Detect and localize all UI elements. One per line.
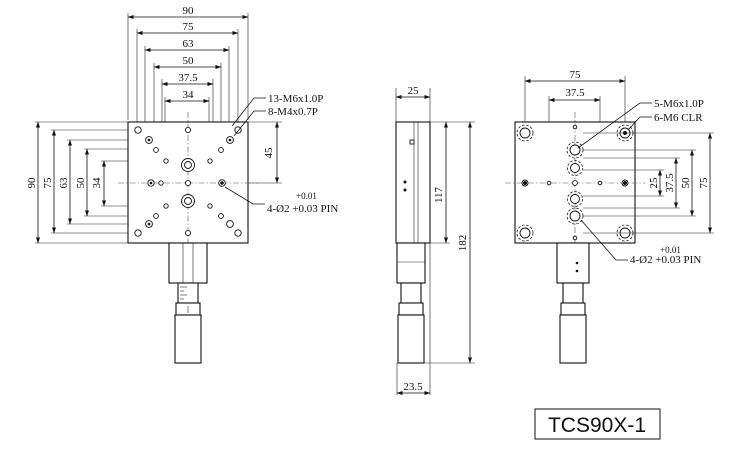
front-micrometer xyxy=(168,242,208,364)
front-left-dim-63: 63 xyxy=(58,177,70,189)
model-label: TCS90X-1 xyxy=(548,414,646,437)
front-mounting-holes xyxy=(134,126,242,237)
rear-dim-75: 75 xyxy=(570,69,582,81)
front-view: 90 75 63 50 37.5 34 90 75 63 50 xyxy=(26,5,338,364)
front-left-dimension-lines xyxy=(35,121,107,244)
side-dim-117: 117 xyxy=(433,186,445,203)
rear-pin-callout: 4-Ø2 +0.03 PIN xyxy=(630,254,701,266)
front-dim-90: 90 xyxy=(183,5,195,17)
front-left-dim-34: 34 xyxy=(91,177,103,189)
rear-dim-37-5-right: 37.5 xyxy=(664,173,676,193)
rear-callout-m6-taps: 5-M6x1.0P xyxy=(654,98,704,110)
rear-callout-clearance: 6-M6 CLR xyxy=(654,112,703,124)
front-right-dimension: 45 xyxy=(222,121,282,184)
model-label-box: TCS90X-1 xyxy=(534,408,661,440)
front-callout-m6-taps: 13-M6x1.0P xyxy=(268,93,323,105)
side-view: 25 117 182 23.5 xyxy=(395,85,475,396)
front-callout-m4-taps: 8-M4x0.7P xyxy=(268,106,318,118)
rear-callout-leaders xyxy=(577,102,652,261)
front-pin-tolerance: +0.01 xyxy=(296,191,317,201)
front-dim-34: 34 xyxy=(183,89,195,101)
front-callout-leaders xyxy=(224,97,266,205)
front-top-dimension-lines xyxy=(127,14,249,104)
front-dim-37-5: 37.5 xyxy=(178,72,198,84)
front-left-dim-75: 75 xyxy=(42,177,54,189)
rear-pin-tolerance: +0.01 xyxy=(660,245,681,255)
front-right-dim-45: 45 xyxy=(263,147,275,159)
side-dim-182: 182 xyxy=(457,235,469,252)
front-pin-callout: 4-Ø2 +0.03 PIN xyxy=(267,203,338,215)
rear-dim-37-5: 37.5 xyxy=(565,87,585,99)
front-left-dim-50: 50 xyxy=(75,177,87,189)
rear-right-extension-lines xyxy=(583,132,714,234)
front-dim-75: 75 xyxy=(183,21,195,33)
rear-right-dimension-lines xyxy=(657,132,713,234)
side-dim-25: 25 xyxy=(408,85,420,97)
rear-view: 75 37.5 xyxy=(505,69,714,364)
rear-dim-50: 50 xyxy=(680,177,692,189)
side-dim-23-5: 23.5 xyxy=(403,381,423,393)
rear-dim-75-right: 75 xyxy=(698,177,710,189)
front-left-dim-90: 90 xyxy=(26,177,38,189)
front-dim-63: 63 xyxy=(183,38,195,50)
front-dim-50: 50 xyxy=(183,55,195,67)
rear-dim-25: 25 xyxy=(648,177,660,189)
rear-micrometer xyxy=(556,242,590,364)
